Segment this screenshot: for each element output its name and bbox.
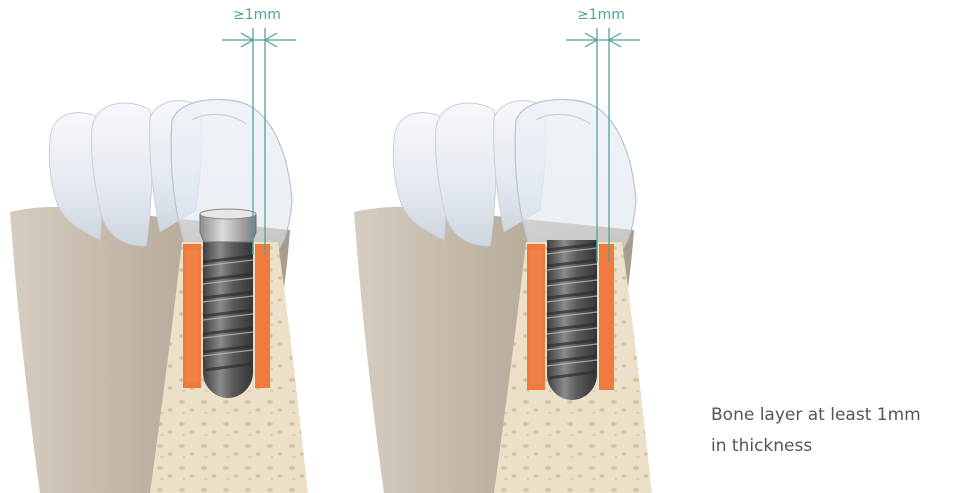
implant-illustration-right	[344, 0, 674, 493]
transparent-crown	[515, 99, 636, 258]
dimension-label-left: ≥1mm	[227, 7, 287, 23]
bone-layer-right	[255, 244, 270, 388]
caption-line-1: Bone layer at least 1mm	[711, 400, 971, 431]
dimension-label-right: ≥1mm	[571, 7, 631, 23]
caption-line-2: in thickness	[711, 431, 971, 462]
caption: Bone layer at least 1mm in thickness	[711, 400, 971, 462]
implant-illustration-left	[0, 0, 330, 493]
implant-figure-right: ≥1mm	[344, 0, 674, 493]
implant-figure-left: ≥1mm	[0, 0, 330, 493]
bone-layer-right	[599, 244, 614, 390]
